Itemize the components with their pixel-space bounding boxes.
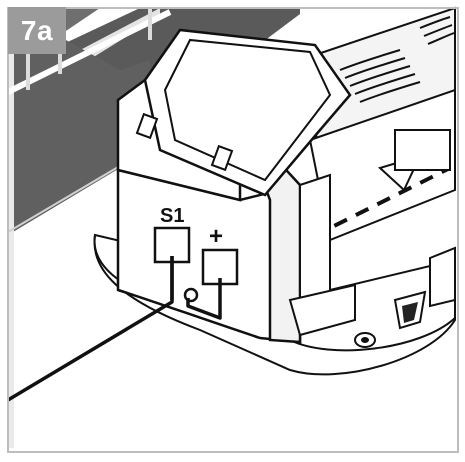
- mounting-screw-icon: [393, 290, 427, 330]
- step-badge: 7a: [8, 7, 66, 54]
- terminal-labels: S1 +: [160, 205, 223, 250]
- terminal-s1-label: S1: [160, 205, 184, 227]
- wiring: [7, 256, 222, 402]
- rear-housing: [269, 6, 456, 308]
- device-housing: [116, 28, 356, 344]
- terminal-plus-label: +: [209, 223, 223, 250]
